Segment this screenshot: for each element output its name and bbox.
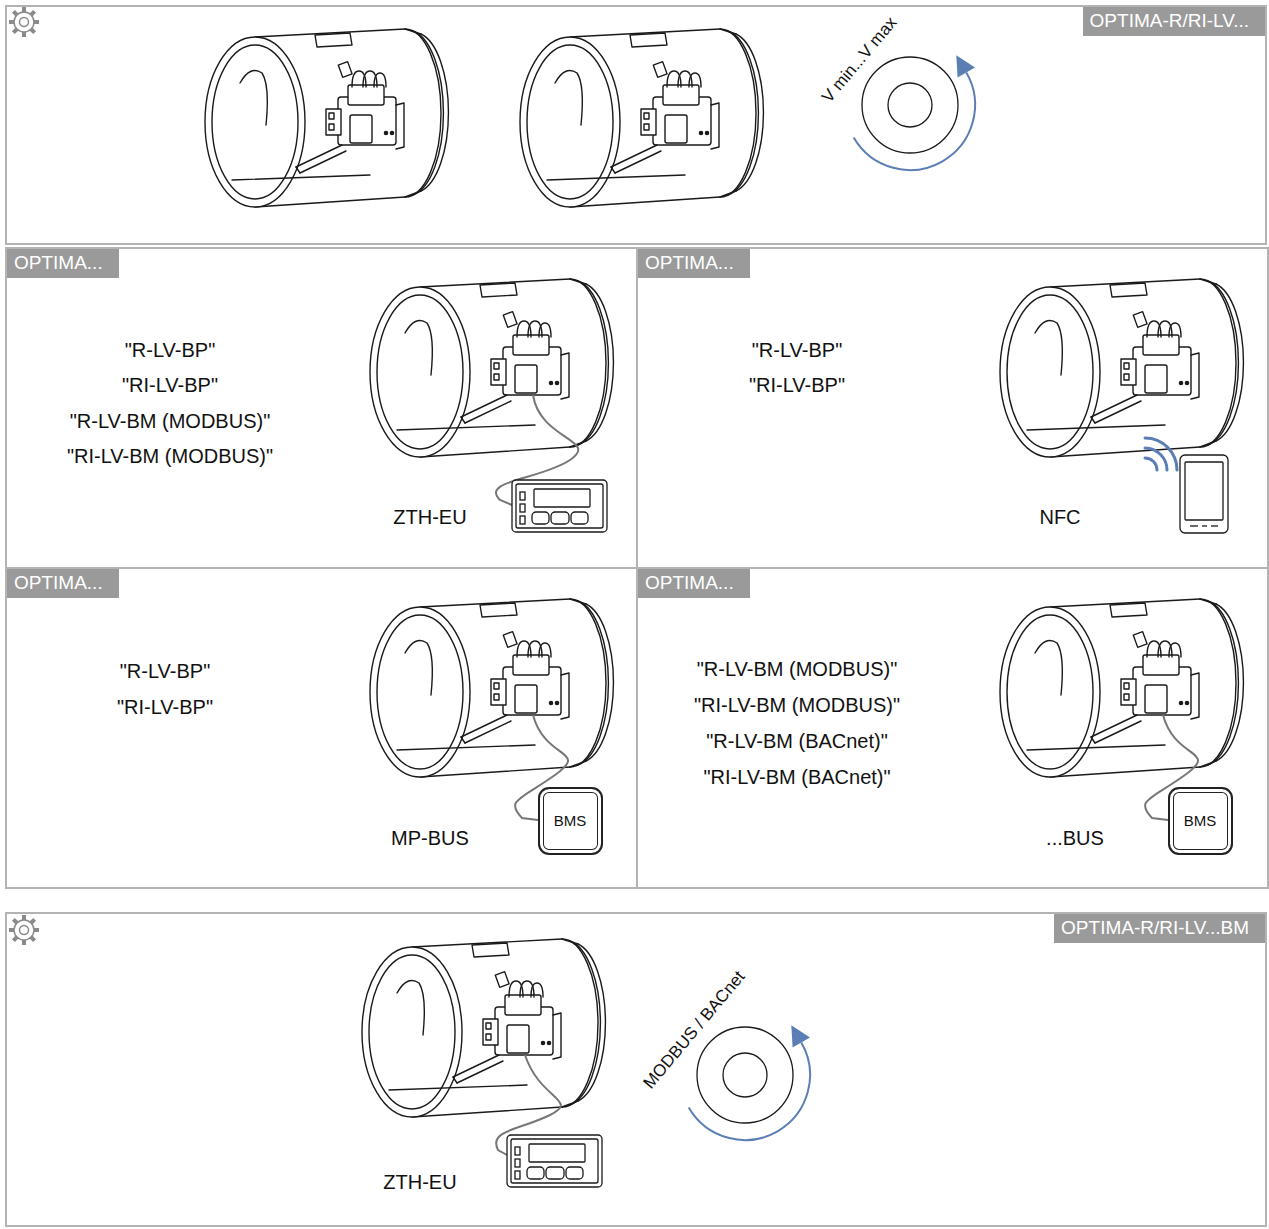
model-name: "RI-LV-BP" — [749, 373, 845, 397]
model-name: "R-LV-BM (BACnet)" — [706, 729, 888, 753]
damper — [1000, 279, 1243, 457]
panel: OPTIMA-R/RI-LV... — [5, 5, 1267, 245]
tab-label: OPTIMA... — [7, 249, 119, 278]
model-name: "RI-LV-BM (MODBUS)" — [694, 693, 900, 717]
model-name: "RI-LV-BM (MODBUS)" — [67, 444, 273, 468]
range-label: MODBUS / BACnet — [640, 968, 749, 1093]
model-name: "R-LV-BM (MODBUS)" — [70, 409, 271, 433]
panel: OPTIMA... "R-LV-BP" "RI-LV-BP" "R-LV-BM (MO… — [5, 247, 638, 569]
damper — [362, 939, 605, 1117]
model-name: "R-LV-BP" — [125, 338, 216, 362]
model-name: "RI-LV-BP" — [122, 373, 218, 397]
interface-label: ...BUS — [1046, 826, 1104, 850]
bms-box: BMS — [1168, 787, 1233, 855]
tab-label: OPTIMA-R/RI-LV... — [1083, 7, 1265, 36]
interface-label: NFC — [1039, 505, 1080, 529]
bms-label: BMS — [1184, 812, 1217, 830]
nfc-waves — [1145, 438, 1177, 470]
settings-icon — [9, 915, 39, 945]
panel: OPTIMA... "R-LV-BP" "RI-LV-BP" NFC — [636, 247, 1269, 569]
zth-device — [507, 1135, 602, 1187]
panel: OPTIMA... "R-LV-BM (MODBUS)" "RI-LV-BM (MO… — [636, 567, 1269, 889]
bms-box: BMS — [538, 787, 603, 855]
model-name: "R-LV-BP" — [752, 338, 843, 362]
damper — [205, 29, 448, 207]
zth-device — [512, 480, 607, 532]
range-label: V min...V max — [819, 13, 901, 106]
damper — [1000, 599, 1243, 777]
bms-label: BMS — [554, 812, 587, 830]
tab-label: OPTIMA-R/RI-LV...BM — [1054, 914, 1265, 943]
model-name: "RI-LV-BM (BACnet)" — [703, 765, 890, 789]
damper — [520, 29, 763, 207]
tab-label: OPTIMA... — [7, 569, 119, 598]
panel: OPTIMA... "R-LV-BP" "RI-LV-BP" MP-BUS BMS — [5, 567, 638, 889]
model-name: "R-LV-BM (MODBUS)" — [697, 657, 898, 681]
panel: OPTIMA-R/RI-LV...BM ZTH-EU — [5, 912, 1267, 1227]
model-name: "RI-LV-BP" — [117, 695, 213, 719]
adjust-icon — [689, 1025, 810, 1140]
model-name: "R-LV-BP" — [120, 659, 211, 683]
phone — [1180, 455, 1228, 533]
settings-icon — [9, 7, 39, 37]
tab-label: OPTIMA... — [638, 249, 750, 278]
tab-label: OPTIMA... — [638, 569, 750, 598]
interface-label: MP-BUS — [391, 826, 469, 850]
damper — [370, 599, 613, 777]
damper — [370, 279, 613, 457]
interface-label: ZTH-EU — [383, 1170, 456, 1194]
adjust-icon — [854, 55, 975, 170]
interface-label: ZTH-EU — [393, 505, 466, 529]
